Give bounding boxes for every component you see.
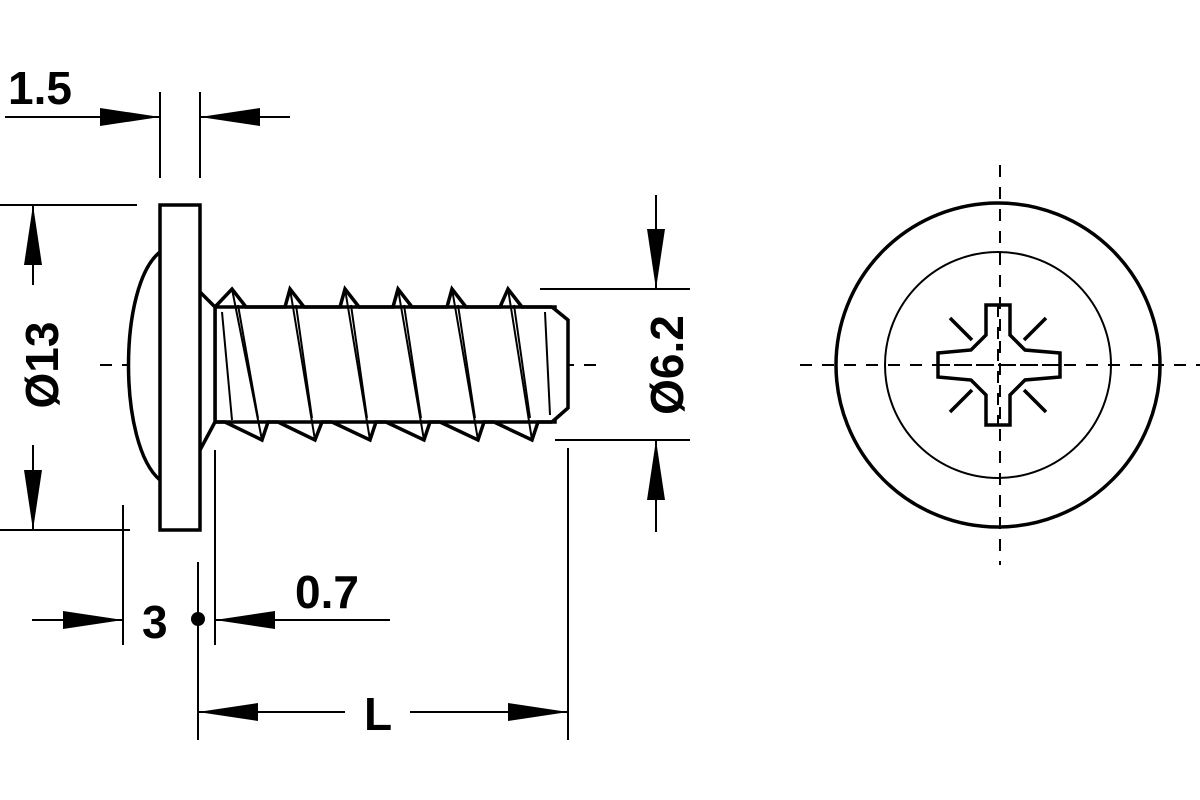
screw-top-view	[800, 165, 1200, 565]
dim-head-thickness: 1.5	[5, 62, 290, 178]
arrow-left	[198, 703, 258, 721]
thread-pitch-label: 0.7	[295, 566, 359, 618]
screw-head-flange	[158, 203, 202, 532]
head-outer-circle	[834, 201, 1162, 529]
screw-neck	[198, 290, 217, 451]
thread-core	[213, 305, 557, 424]
arrow-right	[100, 108, 160, 126]
dimension-dot	[191, 612, 205, 626]
dim-head-diameter: Ø13	[0, 204, 137, 531]
dome-height-label: 3	[142, 596, 168, 648]
dim-thread-diameter: Ø6.2	[540, 195, 693, 532]
length-label: L	[364, 688, 392, 740]
dim-thread-pitch: 0.7	[191, 450, 390, 740]
head-diameter-label: Ø13	[16, 322, 68, 409]
pozidriv-recess-icon	[936, 303, 1062, 427]
arrow-up	[647, 440, 665, 500]
thread-crests-bottom	[215, 420, 552, 443]
arrow-left	[215, 611, 275, 629]
thread-diameter-label: Ø6.2	[641, 315, 693, 415]
arrow-right	[508, 703, 568, 721]
dome-inner-circle	[884, 251, 1112, 479]
arrow-left	[200, 108, 260, 126]
arrow-up	[24, 205, 42, 265]
dim-dome-height: 3	[32, 505, 168, 648]
arrow-right	[63, 611, 123, 629]
thread-tip	[550, 305, 570, 424]
dim-length: L	[198, 448, 569, 740]
thread-profile	[213, 285, 552, 443]
head-thickness-label: 1.5	[8, 62, 72, 114]
screw-side-view	[100, 203, 605, 532]
arrow-down	[647, 229, 665, 289]
thread-helix-lines	[221, 288, 551, 441]
thread-crests-top	[213, 285, 552, 309]
screw-head-dome	[126, 250, 162, 482]
arrow-down	[24, 470, 42, 530]
